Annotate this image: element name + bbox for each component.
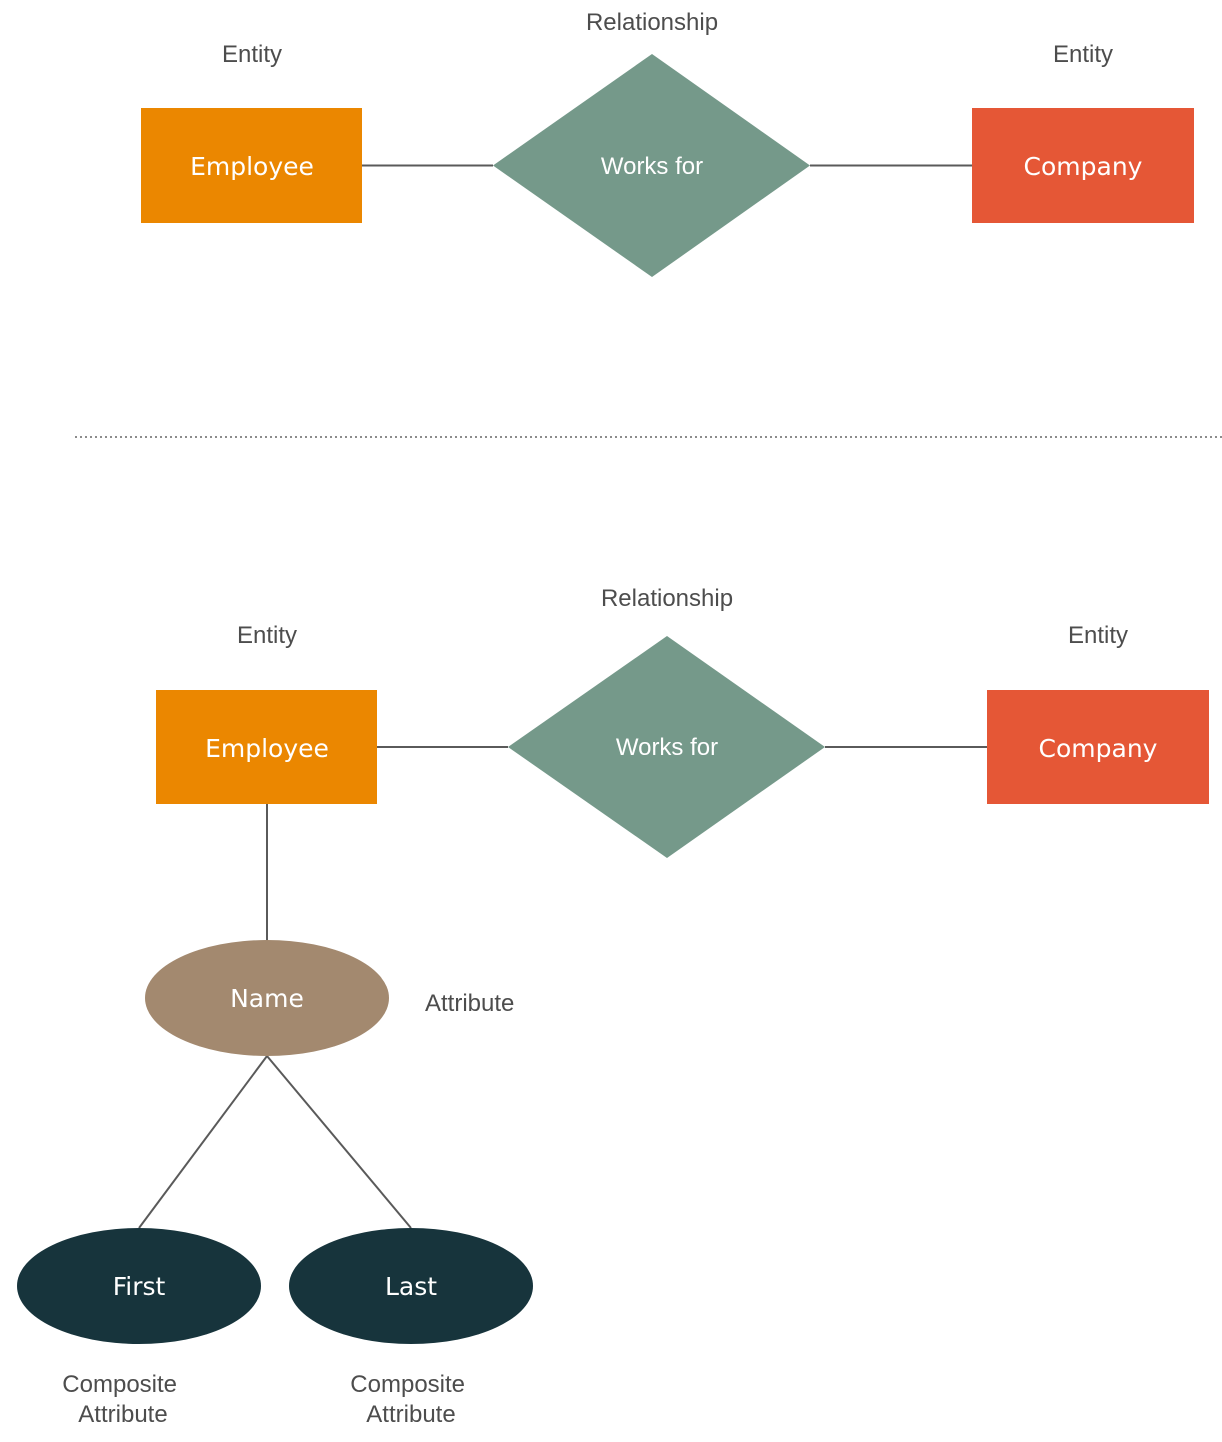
top-relationship-diamond — [493, 54, 810, 277]
first-composite-caption-line-2: Attribute — [78, 1401, 167, 1428]
bottom-company-entity-box — [987, 690, 1209, 804]
bottom-employee-entity[interactable]: Employee — [156, 690, 377, 804]
last-composite-attribute[interactable]: Last — [289, 1228, 533, 1344]
last-composite-caption: Composite Attribute — [350, 1371, 471, 1428]
name-attribute-label: Name — [230, 984, 304, 1013]
top-relationship-label: Works for — [601, 153, 703, 180]
attribute-caption: Attribute — [425, 990, 514, 1017]
attribute-first-connector — [138, 1055, 268, 1229]
last-composite-attribute-ellipse — [289, 1228, 533, 1344]
bottom-works-for-relationship[interactable]: Works for — [508, 636, 825, 858]
first-composite-caption: Composite Attribute — [62, 1371, 183, 1428]
bottom-relationship-diamond — [508, 636, 825, 858]
attribute-last-connector — [266, 1055, 412, 1229]
top-employee-entity-label: Employee — [190, 152, 314, 181]
bottom-relationship-label: Works for — [616, 734, 718, 761]
bottom-employee-entity-label: Employee — [205, 734, 329, 763]
first-composite-caption-line-1: Composite — [62, 1371, 177, 1398]
bottom-company-entity-label: Company — [1039, 734, 1158, 763]
bottom-company-entity[interactable]: Company — [987, 690, 1209, 804]
top-relationship-caption: Relationship — [586, 9, 718, 36]
top-company-entity[interactable]: Company — [972, 108, 1194, 223]
top-works-for-relationship[interactable]: Works for — [493, 54, 810, 277]
name-attribute-ellipse — [145, 940, 389, 1056]
first-composite-attribute-label: First — [113, 1272, 166, 1301]
bottom-diagram: Relationship Entity Entity Attribute Emp… — [17, 585, 1209, 1428]
bottom-relationship-caption: Relationship — [601, 585, 733, 612]
top-employee-entity[interactable]: Employee — [141, 108, 362, 223]
top-employee-entity-box — [141, 108, 362, 223]
last-composite-attribute-label: Last — [385, 1272, 437, 1301]
top-company-entity-label: Company — [1024, 152, 1143, 181]
top-company-entity-caption: Entity — [1053, 41, 1113, 68]
top-diagram: Relationship Entity Entity Employee Work… — [141, 9, 1194, 277]
bottom-employee-entity-box — [156, 690, 377, 804]
last-composite-caption-line-2: Attribute — [366, 1401, 455, 1428]
top-employee-entity-caption: Entity — [222, 41, 282, 68]
first-composite-attribute[interactable]: First — [17, 1228, 261, 1344]
first-composite-attribute-ellipse — [17, 1228, 261, 1344]
last-composite-caption-line-1: Composite — [350, 1371, 465, 1398]
name-attribute[interactable]: Name — [145, 940, 389, 1056]
bottom-company-entity-caption: Entity — [1068, 622, 1128, 649]
bottom-employee-entity-caption: Entity — [237, 622, 297, 649]
top-company-entity-box — [972, 108, 1194, 223]
